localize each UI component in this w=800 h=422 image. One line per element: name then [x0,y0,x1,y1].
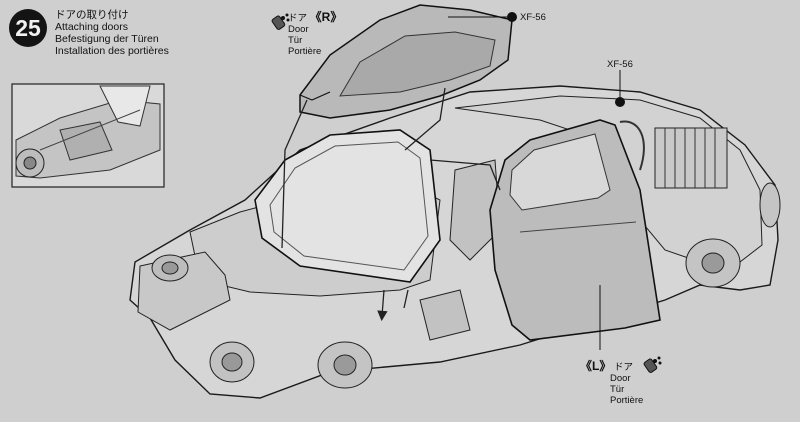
paint-dot-marker-right [507,12,517,22]
door-left-part [489,119,661,341]
wheel-rear-right [685,238,741,288]
door-left-name-fr: Portière [610,395,644,406]
step-title-en: Attaching doors [55,21,128,33]
wheel-center [317,341,373,389]
door-left-paint-ref: XF-56 [607,59,633,70]
wheel-rear-upper [759,182,781,228]
assembly-guides [281,87,501,322]
door-left-side-mark: 《L》 [580,359,612,373]
paint-spray-icon-left [643,356,662,373]
wheel-front-left [151,254,189,282]
step-title-fr: Installation des portières [55,45,169,57]
door-left-name-en: Door [610,373,631,384]
door-left-name-de: Tür [610,384,625,395]
step-number-badge: 25 [9,9,47,47]
door-left-label: 《L》 ドア Door Tür Portière [580,359,644,406]
step-title-de: Befestigung der Türen [55,33,159,45]
door-right-name-de: Tür [288,35,303,46]
door-left-name-ja: ドア [613,362,633,373]
door-right-name-en: Door [288,24,309,35]
wheel-front-bottom [209,341,255,383]
door-right-paint-ref: XF-56 [520,12,546,23]
door-right-part [299,4,513,119]
callout-lines [448,16,621,350]
step-title-ja: ドアの取り付け [55,9,129,21]
door-right-side-mark: 《R》 [309,10,343,24]
door-right-label: ドア 《R》 Door Tür Portière [288,10,343,57]
inset-detail-view [11,83,165,188]
step-title-block: ドアの取り付け Attaching doors Befestigung der … [55,9,169,57]
door-right-name-fr: Portière [288,46,322,57]
paint-dot-marker-left [615,97,625,107]
paint-spray-icon-right [271,13,290,30]
wheels [151,182,781,389]
door-right-name-ja: ドア [288,13,308,24]
